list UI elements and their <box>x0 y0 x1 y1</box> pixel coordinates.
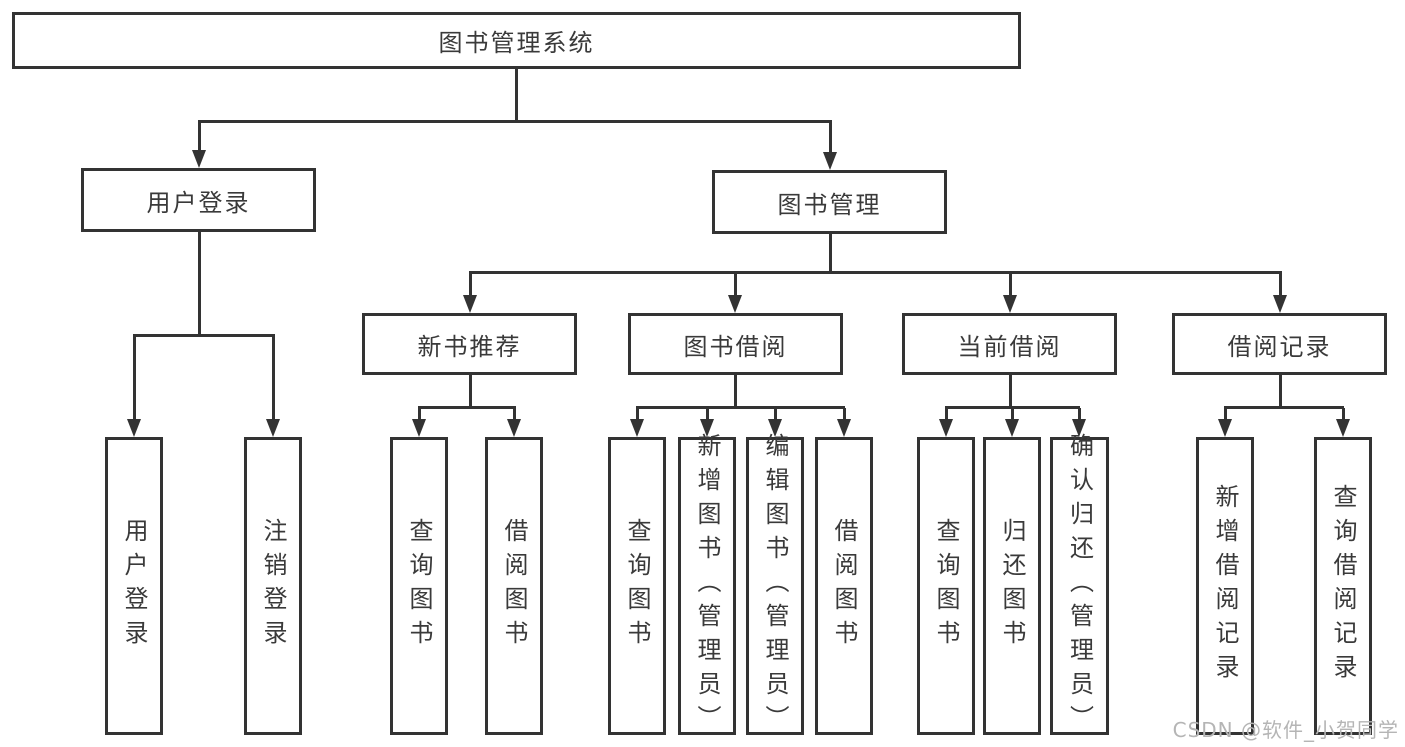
arrow-down-icon <box>837 419 851 437</box>
connector-line <box>1224 408 1227 421</box>
arrow-down-icon <box>700 419 714 437</box>
arrow-down-icon <box>266 419 280 437</box>
connector-line <box>418 408 421 421</box>
leaf-borrow-books-1: 借阅图书 <box>485 437 543 735</box>
arrow-down-icon <box>507 419 521 437</box>
connector-line <box>1279 273 1282 297</box>
node-book-borrow: 图书借阅 <box>628 313 843 375</box>
leaf-query-borrow-record: 查询借阅记录 <box>1314 437 1372 735</box>
arrow-down-icon <box>1273 295 1287 313</box>
connector-line <box>133 334 275 337</box>
connector-line <box>1279 375 1282 408</box>
connector-line <box>945 406 1080 409</box>
node-book-management: 图书管理 <box>712 170 947 234</box>
connector-line <box>469 271 1282 274</box>
leaf-query-books-1: 查询图书 <box>390 437 448 735</box>
arrow-down-icon <box>192 150 206 168</box>
leaf-borrow-books-2: 借阅图书 <box>815 437 873 735</box>
leaf-query-books-3: 查询图书 <box>917 437 975 735</box>
connector-line <box>1009 273 1012 297</box>
csdn-watermark: CSDN @软件_小贺同学 <box>1172 718 1399 742</box>
connector-line <box>706 408 709 421</box>
arrow-down-icon <box>823 152 837 170</box>
connector-line <box>513 408 516 421</box>
leaf-add-borrow-record: 新增借阅记录 <box>1196 437 1254 735</box>
connector-line <box>469 375 472 408</box>
connector-line <box>1009 375 1012 408</box>
connector-line <box>198 121 201 151</box>
connector-line <box>272 336 275 420</box>
node-current-borrow: 当前借阅 <box>902 313 1117 375</box>
arrow-down-icon <box>463 295 477 313</box>
connector-line <box>774 408 777 421</box>
node-borrow-record: 借阅记录 <box>1172 313 1387 375</box>
connector-line <box>515 69 518 121</box>
arrow-down-icon <box>1072 419 1086 437</box>
arrow-down-icon <box>412 419 426 437</box>
arrow-down-icon <box>630 419 644 437</box>
connector-line <box>1011 408 1014 421</box>
connector-line <box>843 408 846 421</box>
arrow-down-icon <box>127 419 141 437</box>
connector-line <box>734 273 737 297</box>
arrow-down-icon <box>1003 295 1017 313</box>
connector-line <box>418 406 516 409</box>
arrow-down-icon <box>1005 419 1019 437</box>
arrow-down-icon <box>1336 419 1350 437</box>
node-library-management-system: 图书管理系统 <box>12 12 1021 69</box>
connector-line <box>829 121 832 153</box>
connector-line <box>1078 408 1081 421</box>
leaf-confirm-return-admin: 确认归还（管理员） <box>1050 433 1109 739</box>
connector-line <box>1224 406 1344 409</box>
connector-line <box>1342 408 1345 421</box>
connector-line <box>636 406 845 409</box>
connector-line <box>198 232 201 336</box>
leaf-return-book: 归还图书 <box>983 437 1041 735</box>
arrow-down-icon <box>728 295 742 313</box>
leaf-user-login: 用户登录 <box>105 437 163 735</box>
arrow-down-icon <box>1218 419 1232 437</box>
connector-line <box>734 375 737 408</box>
leaf-add-book-admin: 新增图书（管理员） <box>678 433 736 739</box>
connector-line <box>469 273 472 297</box>
arrow-down-icon <box>939 419 953 437</box>
connector-line <box>198 120 832 123</box>
connector-line <box>829 234 832 273</box>
leaf-edit-book-admin: 编辑图书（管理员） <box>746 433 804 739</box>
connector-line <box>945 408 948 421</box>
leaf-query-books-2: 查询图书 <box>608 437 666 735</box>
node-new-book-recommend: 新书推荐 <box>362 313 577 375</box>
leaf-logout: 注销登录 <box>244 437 302 735</box>
connector-line <box>636 408 639 421</box>
node-user-login: 用户登录 <box>81 168 316 232</box>
connector-line <box>133 336 136 420</box>
arrow-down-icon <box>768 419 782 437</box>
